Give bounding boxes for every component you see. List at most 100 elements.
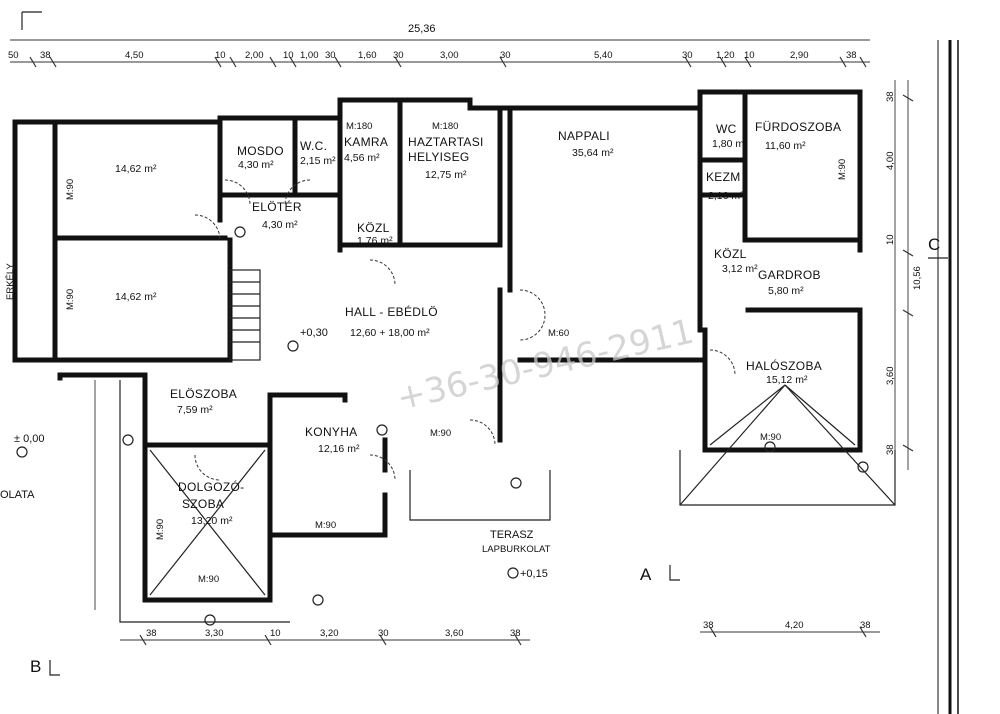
opening-label: M:90	[837, 159, 848, 180]
opening-label: M:90	[198, 574, 219, 585]
section-b-mark: B	[30, 657, 41, 676]
room-area-haloszoba: 15,12 m²	[766, 374, 808, 386]
room-name-nappali: NAPPALI	[558, 129, 610, 143]
opening-label: M:90	[430, 428, 451, 439]
room-name-kozl2: KÖZL	[714, 247, 747, 261]
room-area-kamra: 4,56 m²	[344, 152, 380, 164]
opening-label: M:180	[432, 121, 458, 132]
room-name-eloszoba: ELÖSZOBA	[170, 387, 237, 401]
dimension-lines	[10, 39, 914, 646]
door-swings	[194, 179, 736, 481]
dim-top: 30	[393, 50, 404, 61]
section-markers	[21, 11, 948, 676]
left-vertical-label: ERKÉLY	[5, 263, 16, 300]
dim-bottom: 38	[510, 628, 521, 639]
room-area-nappali: 35,64 m²	[572, 147, 614, 159]
dim-top: 10	[744, 50, 755, 61]
zero-level: ± 0,00	[14, 433, 45, 445]
dim-top: 3,00	[440, 50, 459, 61]
terrace-finish: LAPBURKOLAT	[482, 544, 551, 555]
dim-right: 10	[885, 234, 896, 245]
terrace-name: TERASZ	[490, 529, 534, 541]
top-dimensions: 50 38 4,50 10 2,00 10 1,00 30 1,60 30 3,…	[8, 50, 857, 61]
section-c-mark: C	[928, 235, 940, 254]
walls	[12, 40, 959, 714]
dim-top: 1,20	[716, 50, 735, 61]
room-name-furdo: FÜRDOSZOBA	[755, 120, 841, 134]
room-area-kozl2: 3,12 m²	[722, 263, 758, 275]
room-name-kezm: KEZM	[706, 170, 741, 184]
room-area-hall: 12,60 + 18,00 m²	[350, 327, 430, 339]
dim-top: 10	[283, 50, 294, 61]
room-area-haztartasi: 12,75 m²	[425, 169, 467, 181]
dim-right: 4,00	[885, 152, 896, 171]
bottom-dimensions: 38 3,30 10 3,20 30 3,60 38 38 4,20 38	[146, 620, 871, 639]
room-labels: MOSDO 4,30 m² W.C. 2,15 m² KAMRA 4,56 m²…	[115, 120, 841, 527]
opening-label: M:90	[760, 432, 781, 443]
room-area-konyha: 12,16 m²	[318, 443, 360, 455]
room-name-haztartasi-2: HELYISEG	[408, 150, 470, 164]
dim-bottom: 30	[378, 628, 389, 639]
phone-watermark: +36-30-946-2911	[393, 312, 697, 419]
room-name-konyha: KONYHA	[305, 425, 357, 439]
room-name-hall: HALL - EBÉDLÖ	[345, 304, 438, 319]
dim-bottom: 38	[146, 628, 157, 639]
dim-right: 3,60	[885, 367, 896, 386]
room-name-kozl1: KÖZL	[357, 221, 390, 235]
room-name-eloter: ELÖTÉR	[252, 199, 302, 214]
room-area-wc2: 1,80 m²	[712, 138, 748, 150]
terrace-level: +0,15	[520, 568, 548, 580]
dim-bottom: 3,30	[205, 628, 224, 639]
room-name-wc1: W.C.	[300, 139, 327, 153]
dim-top: 5,40	[594, 50, 613, 61]
opening-labels: M:180 M:180 M:90 M:90 M:90 M:90 M:60 M:9…	[65, 121, 848, 585]
level-markers	[16, 226, 869, 626]
right-dimensions: 38 4,00 10 10,56 3,60 38	[885, 91, 923, 455]
dim-bottom: 38	[703, 620, 714, 631]
section-a-mark: A	[640, 565, 652, 584]
dim-top: 30	[682, 50, 693, 61]
room-area-room1: 14,62 m²	[115, 163, 157, 175]
dim-bottom: 3,60	[445, 628, 464, 639]
dim-bottom: 10	[270, 628, 281, 639]
dim-top: 30	[500, 50, 511, 61]
dim-top: 30	[325, 50, 336, 61]
room-area-kezm: 2,16 m²	[708, 190, 744, 202]
hall-level: +0,30	[300, 327, 328, 339]
dim-top: 38	[40, 50, 51, 61]
dim-top: 10	[215, 50, 226, 61]
room-area-gardrob: 5,80 m²	[768, 285, 804, 297]
dim-bottom: 4,20	[785, 620, 804, 631]
room-name-wc2: WC	[716, 122, 737, 136]
terrace-outlines	[119, 380, 896, 623]
total-dimension: 25,36	[408, 23, 436, 35]
room-name-haloszoba: HALÓSZOBA	[746, 358, 822, 373]
dim-top: 1,60	[358, 50, 377, 61]
room-area-eloszoba: 7,59 m²	[177, 404, 213, 416]
opening-label: M:90	[315, 520, 336, 531]
room-name-haztartasi: HAZTARTASI	[408, 135, 484, 149]
dim-bottom: 38	[860, 620, 871, 631]
room-name-gardrob: GARDROB	[758, 268, 821, 282]
dim-bottom: 3,20	[320, 628, 339, 639]
room-name-mosdo: MOSDO	[237, 144, 284, 158]
opening-label: M:90	[155, 519, 166, 540]
dim-top: 2,90	[790, 50, 809, 61]
room-area-dolgozo: 13,20 m²	[191, 515, 233, 527]
room-name-dolgozo-2: SZOBA	[182, 497, 224, 511]
opening-label: M:90	[65, 179, 76, 200]
room-area-kozl1: 1,76 m²	[357, 235, 393, 247]
dim-right: 10,56	[912, 266, 923, 290]
room-area-wc1: 2,15 m²	[300, 155, 336, 167]
opening-label: M:90	[65, 289, 76, 310]
dim-top: 38	[846, 50, 857, 61]
dim-top: 50	[8, 50, 19, 61]
room-name-dolgozo: DOLGOZÓ-	[178, 479, 244, 494]
dim-top: 2,00	[245, 50, 264, 61]
room-name-kamra: KAMRA	[344, 135, 388, 149]
room-area-room2: 14,62 m²	[115, 291, 157, 303]
opening-label: M:60	[548, 328, 569, 339]
left-partial-label: OLATA	[0, 489, 35, 501]
dim-right: 38	[885, 444, 896, 455]
